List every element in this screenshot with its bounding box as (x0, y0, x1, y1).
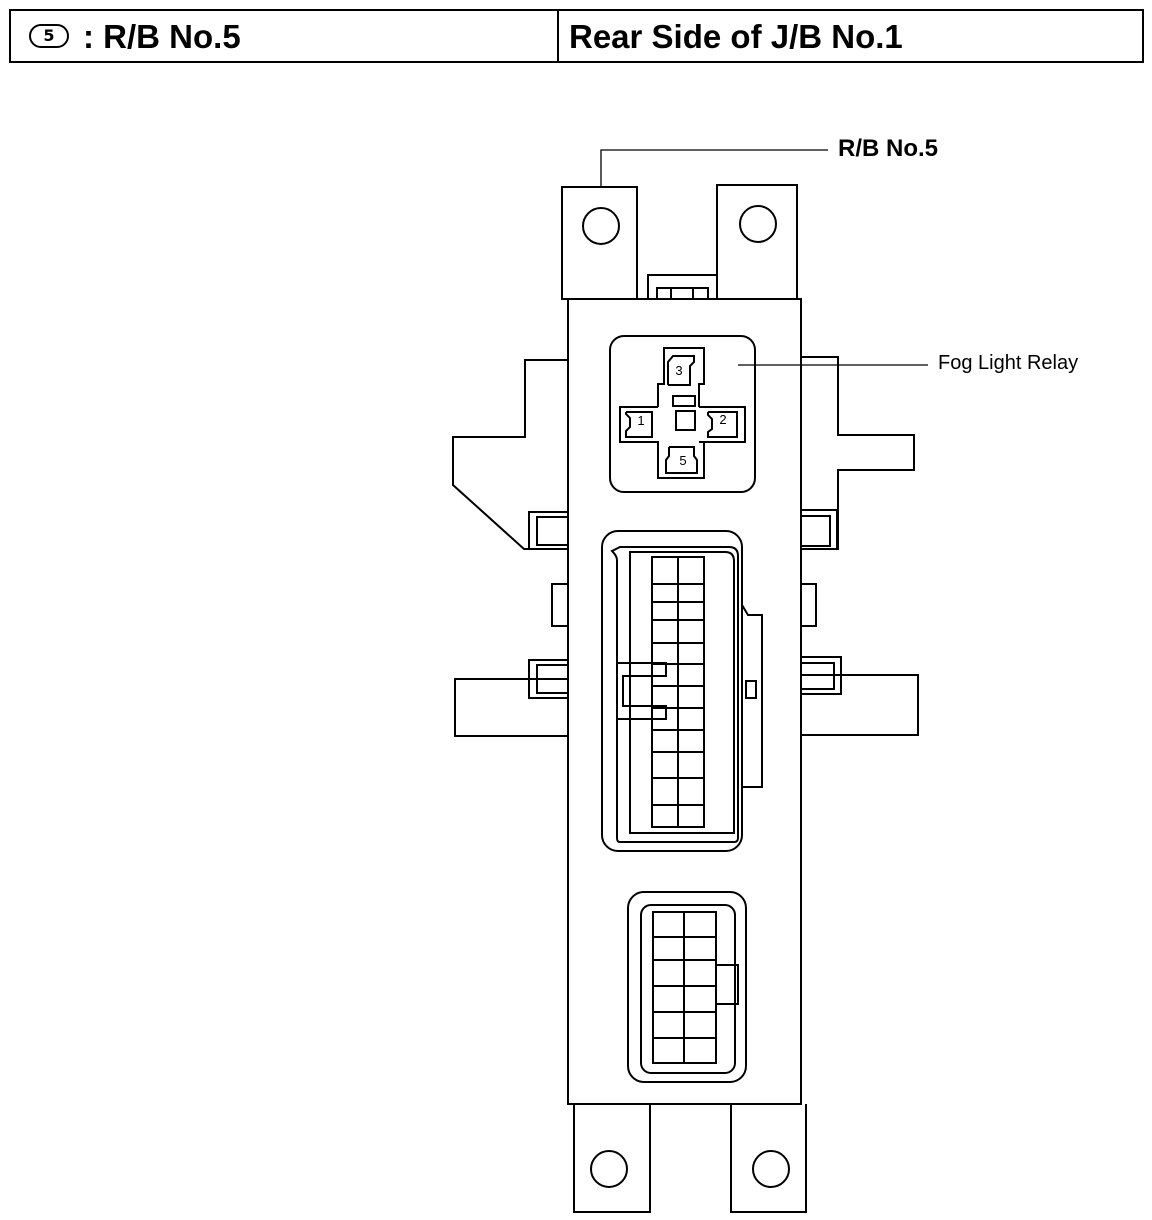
top-right-mount-hole (739, 205, 777, 243)
relay-pin-2-label: 2 (719, 412, 726, 427)
rb-callout-line (600, 149, 828, 188)
left-mounting-bracket (452, 359, 569, 737)
relay-block-body (567, 298, 802, 1105)
relay-block-title: : R/B No.5 (83, 17, 241, 55)
header-left-cell: 5 : R/B No.5 (11, 11, 559, 61)
location-title: Rear Side of J/B No.1 (569, 17, 903, 55)
top-left-mount-hole (582, 207, 620, 245)
bottom-left-mount-hole (590, 1150, 628, 1188)
header-right-cell: Rear Side of J/B No.1 (559, 11, 1142, 61)
bottom-right-mount-hole (752, 1150, 790, 1188)
section-number: 5 (43, 26, 55, 45)
rb-no5-label: R/B No.5 (838, 135, 938, 162)
relay-pin-5-label: 5 (679, 453, 686, 468)
right-mounting-bracket (800, 356, 919, 736)
fog-light-relay-label: Fog Light Relay (938, 352, 1078, 374)
section-number-badge: 5 (29, 24, 69, 48)
connector-14-pin (627, 891, 747, 1083)
bottom-mounting-tabs (573, 1104, 807, 1213)
connector-20-pin (601, 530, 763, 852)
relay-pin-1-label: 1 (637, 413, 644, 428)
fog-light-relay-socket (609, 335, 756, 493)
diagram-header: 5 : R/B No.5 Rear Side of J/B No.1 (9, 9, 1144, 63)
top-mounting-tabs (561, 184, 798, 300)
relay-pin-3-label: 3 (675, 363, 682, 378)
